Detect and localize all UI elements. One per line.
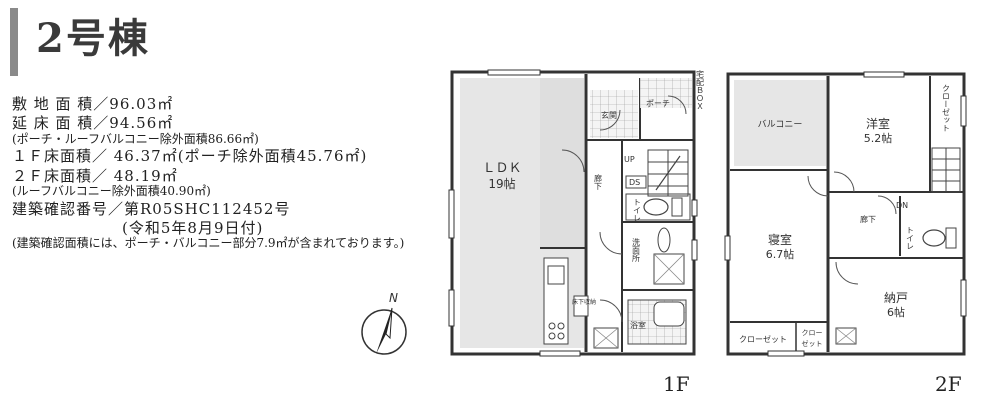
- bathroom-label: 浴室: [630, 320, 646, 330]
- closet-2-label-line1: クロー: [802, 329, 823, 337]
- delivery-box-label: 宅配ＢＯＸ: [696, 69, 705, 110]
- page-title: 2号棟: [36, 15, 150, 62]
- balcony-floor: [734, 80, 826, 166]
- permit-number: 建築確認番号／第R05SHC112452号: [12, 199, 291, 218]
- second-floor-label: 2F: [935, 372, 962, 396]
- storage-room-label: 納戸: [884, 291, 908, 305]
- second-floor-note: (ルーフバルコニー除外面積40.90㎡): [12, 183, 211, 198]
- bedroom-label: 寝室: [768, 232, 792, 247]
- first-floor-stairs: [647, 149, 689, 197]
- underfloor-storage-label: 床下収納: [572, 298, 596, 306]
- first-floor-label: 1F: [663, 372, 690, 396]
- wash-basin: [657, 227, 671, 253]
- toilet-bowl: [643, 198, 669, 216]
- north-compass-icon: N: [361, 291, 407, 355]
- second-floor-toilet-label: トイレ: [906, 226, 915, 250]
- floor-area: 延 床 面 積／94.56㎡: [12, 114, 174, 133]
- second-floor-outer-wall: [726, 72, 966, 356]
- floor-area-note: (ポーチ・ルーフバルコニー除外面積86.66㎡): [12, 131, 259, 146]
- hall-label: 廊下: [594, 173, 603, 191]
- area-info: 敷 地 面 積／96.03㎡ 延 床 面 積／94.56㎡ (ポーチ・ルーフバル…: [12, 94, 442, 251]
- underfloor-hatch: [573, 295, 589, 317]
- storage-room-size: 6帖: [887, 306, 905, 319]
- toilet-room: [625, 193, 691, 221]
- bedroom-size: 6.7帖: [766, 248, 795, 261]
- title-accent-bar: [10, 8, 18, 76]
- second-floor-hall-label: 廊下: [860, 214, 876, 224]
- permit-date: (令和5年8月9日付): [122, 218, 264, 237]
- second-floor-area: ２Ｆ床面積／ 48.19㎡: [12, 166, 178, 185]
- washroom-label: 洗面所: [632, 237, 641, 263]
- entrance-tile: [590, 90, 638, 138]
- ds-box: [625, 175, 647, 189]
- compass-north-label: N: [389, 291, 398, 305]
- western-room-label: 洋室: [866, 116, 890, 131]
- dn-label: DN: [896, 201, 908, 210]
- ldk-size: 19帖: [488, 176, 515, 191]
- entrance-label: 玄関: [601, 110, 617, 120]
- site-area: 敷 地 面 積／96.03㎡: [12, 95, 174, 113]
- first-floor-area: １Ｆ床面積／ 46.37㎡(ポーチ除外面積45.76㎡): [12, 147, 368, 166]
- toilet-label: トイレ: [633, 198, 642, 222]
- porch-label: ポーチ: [646, 99, 670, 108]
- closet-vertical-label: クローゼット: [942, 84, 951, 132]
- second-floor-toilet-bowl: [922, 229, 946, 247]
- closet-1-label: クローゼット: [739, 334, 787, 344]
- second-floor-stairs: [931, 147, 961, 193]
- western-room-size: 5.2帖: [864, 132, 893, 145]
- kitchen-sink: [547, 265, 565, 285]
- first-floor-plan: ＬＤＫ 19帖 玄関 ポーチ UP DS 床下収納 浴室 廊下 トイレ 洗面所 …: [448, 69, 705, 357]
- permit-note: (建築確認面積には、ポーチ・バルコニー部分7.9㎡が含まれております。): [12, 236, 405, 251]
- balcony-label: バルコニー: [758, 119, 803, 130]
- ds-label: DS: [629, 178, 640, 187]
- bathtub: [653, 301, 685, 327]
- closet-2-label-line2: ゼット: [802, 339, 823, 348]
- second-floor-plan: バルコニー 洋室 5.2帖 寝室 6.7帖 廊下 DN 納戸 6帖 クローゼット…: [724, 71, 967, 357]
- ldk-label: ＬＤＫ: [482, 161, 521, 176]
- up-label: UP: [624, 155, 635, 164]
